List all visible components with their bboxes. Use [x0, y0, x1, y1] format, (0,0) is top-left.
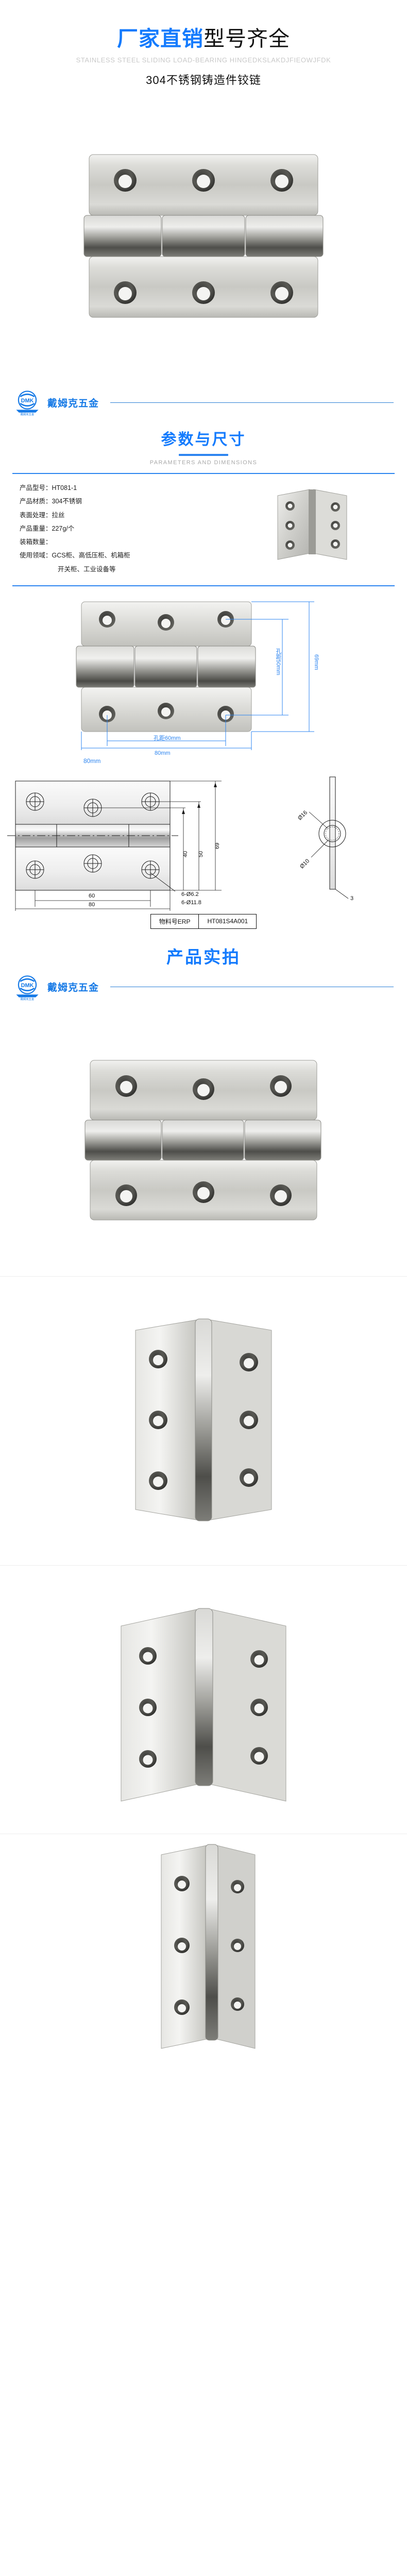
svg-text:DMK: DMK: [21, 398, 34, 404]
hinge-photo-folded: [161, 1844, 256, 2049]
erp-value-cell: HT081S4A001: [198, 913, 257, 929]
spec-panel: 产品型号：HT081-1 产品材质：304不锈钢 表面处理：拉丝 产品重量：22…: [0, 473, 407, 586]
erp-table-wrap: 物料号ERP HT081S4A001: [0, 913, 407, 938]
spec-row-5: 使用领域：GCS柜、高低压柜、机箱柜: [20, 549, 229, 562]
spec-value-2: 拉丝: [52, 511, 65, 519]
logo-sub-text: 戴姆克五金: [21, 412, 35, 416]
cad-drawing-svg: [7, 776, 349, 911]
params-heading-cn: 参数与尺寸: [161, 431, 246, 449]
params-section-heading: 参数与尺寸 PARAMETERS AND DIMENSIONS: [0, 418, 407, 469]
brand-bar: DMK 戴姆克五金 戴姆克五金: [0, 386, 407, 418]
brand-divider: [110, 402, 394, 403]
hero-header: 厂家直销型号齐全 STAINLESS STEEL SLIDING LOAD-BE…: [0, 0, 407, 88]
spec-label-4: 装箱数量：: [20, 538, 52, 546]
dimension-hinge-photo: [76, 601, 314, 750]
spec-value-1: 304不锈钢: [52, 498, 82, 505]
spec-label-0: 产品型号：: [20, 484, 52, 492]
dim-height-label: 69mm: [313, 654, 319, 670]
product-photo-3: [0, 1566, 407, 1834]
spec-value-0: HT081-1: [52, 484, 77, 492]
cad-dim-80: 80: [89, 901, 95, 908]
hero-english-subtitle: STAINLESS STEEL SLIDING LOAD-BEARING HIN…: [76, 56, 331, 64]
spec-list: 产品型号：HT081-1 产品材质：304不锈钢 表面处理：拉丝 产品重量：22…: [12, 474, 229, 582]
brand-name: 戴姆克五金: [47, 398, 99, 409]
spec-row-2: 表面处理：拉丝: [20, 509, 229, 522]
spec-row-3: 产品重量：227g/个: [20, 522, 229, 535]
product-photo-4: [0, 1834, 407, 2061]
spec-top-rule: [12, 473, 395, 474]
photos-heading-cn: 产品实拍: [166, 947, 241, 967]
dimension-callout-lines: [81, 601, 314, 750]
hero-product-photo: [0, 88, 407, 386]
spec-value-6: 开关柜、工业设备等: [58, 565, 116, 573]
spec-row-0: 产品型号：HT081-1: [20, 481, 229, 495]
page-title: 厂家直销型号齐全: [0, 27, 407, 51]
product-detail-page: 厂家直销型号齐全 STAINLESS STEEL SLIDING LOAD-BE…: [0, 0, 407, 2081]
photos-section-heading: 产品实拍: [0, 938, 407, 971]
cad-dim-69: 69: [214, 842, 221, 849]
spec-label-5: 使用领域：: [20, 552, 52, 560]
hinge-angled-photo-small: [277, 489, 347, 560]
spec-value-3: 227g/个: [52, 524, 75, 532]
product-photo-1: [0, 1003, 407, 1276]
spec-row-1: 产品材质：304不锈钢: [20, 495, 229, 508]
brand-name-2: 戴姆克五金: [47, 982, 99, 994]
spec-row-6: 开关柜、工业设备等: [20, 563, 229, 576]
hinge-photo-angled: [121, 1608, 286, 1802]
dimension-figure: 孔距60mm 80mm 孔距50mm 69mm: [0, 586, 407, 756]
hinge-holes-lower: [114, 281, 293, 304]
spec-bottom-rule: [12, 585, 395, 586]
photo-divider-2: [0, 1565, 407, 1566]
heading-underline-bar: [179, 454, 228, 456]
brand-bar-2: DMK 戴姆克五金 戴姆克五金: [0, 971, 407, 1003]
cad-drawing: 80mm 40 50 69 60 80 6-Ø6.2 6-Ø11.8 Ø16 Ø…: [0, 756, 407, 911]
dim-hole-span-label: 孔距60mm: [154, 735, 181, 741]
spec-side-photo: [229, 474, 395, 579]
table-row: 物料号ERP HT081S4A001: [150, 913, 257, 929]
cad-hole-small-label: 6-Ø6.2: [181, 891, 199, 897]
title-black-part: 型号齐全: [204, 27, 290, 50]
page-bottom-spacer: [0, 2061, 407, 2081]
photo-divider-1: [0, 1276, 407, 1277]
cad-dim-60: 60: [89, 892, 95, 899]
spec-value-5: GCS柜、高低压柜、机箱柜: [52, 552, 130, 560]
cad-dim-50: 50: [198, 851, 204, 857]
cad-thickness-label: 3: [350, 895, 354, 902]
svg-text:DMK: DMK: [21, 982, 34, 989]
product-photo-2: [0, 1277, 407, 1565]
title-blue-part: 厂家直销: [117, 27, 204, 50]
dim-hole-height-label: 孔距50mm: [275, 648, 281, 675]
hinge-holes-upper: [114, 169, 293, 192]
hinge-photo-upright: [135, 1318, 272, 1521]
spec-label-1: 产品材质：: [20, 498, 52, 505]
cad-top-width-label: 80mm: [83, 757, 101, 765]
dmk-logo-icon-2: DMK 戴姆克五金: [16, 975, 39, 1001]
spec-label-2: 表面处理：: [20, 511, 52, 519]
spec-label-3: 产品重量：: [20, 524, 52, 532]
cad-dim-40: 40: [182, 851, 189, 857]
dmk-logo-icon: DMK 戴姆克五金: [16, 391, 39, 416]
erp-header-cell: 物料号ERP: [150, 913, 199, 929]
hinge-photo-flat-front: [84, 1060, 321, 1221]
erp-table: 物料号ERP HT081S4A001: [150, 913, 257, 929]
dim-width-label: 80mm: [155, 750, 171, 756]
hinge-front-photo: [83, 154, 324, 318]
cad-hole-large-label: 6-Ø11.8: [181, 899, 201, 906]
params-heading-en: PARAMETERS AND DIMENSIONS: [149, 460, 258, 466]
hero-product-name: 304不锈钢铸造件铰链: [146, 74, 261, 87]
spec-row-4: 装箱数量：: [20, 535, 229, 549]
svg-text:戴姆克五金: 戴姆克五金: [21, 997, 35, 1001]
